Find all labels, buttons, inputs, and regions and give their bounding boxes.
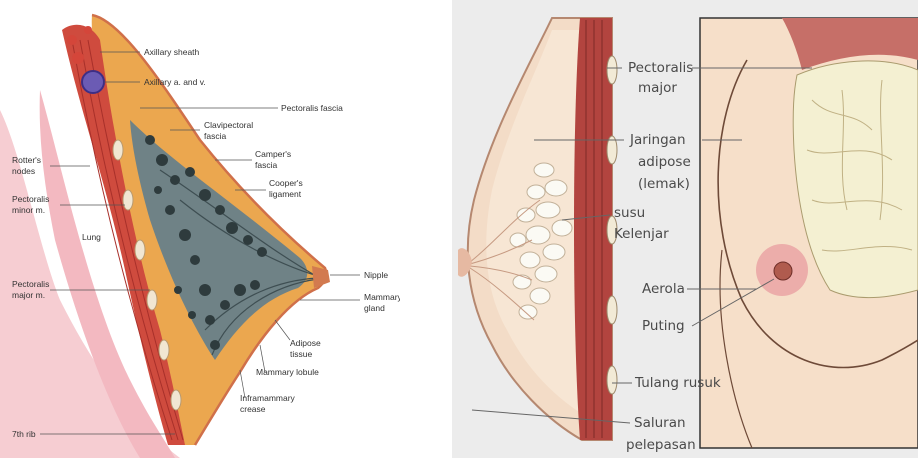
label-axillary-av: Axillary a. and v. [144, 77, 206, 87]
label-pect-minor-2: minor m. [12, 205, 45, 215]
front-nipple [774, 262, 792, 280]
label-saluran: Saluran [634, 415, 686, 431]
label-seventh-rib: 7th rib [12, 429, 36, 439]
label-major: major [638, 80, 677, 96]
label-clavipectoral-1: Clavipectoral [204, 120, 253, 130]
lymph-node-1 [67, 35, 77, 45]
left-anatomy-figure: Axillary sheath Axillary a. and v. Pecto… [0, 0, 400, 458]
label-adipose: adipose [638, 154, 691, 170]
label-lemak: (lemak) [638, 176, 690, 192]
label-lung: Lung [82, 232, 101, 242]
right-anatomy-figure: Pectoralis major Jaringan adipose (lemak… [452, 0, 918, 458]
lymph-node-2 [84, 26, 92, 34]
label-pect-major-1: Pectoralis [12, 279, 49, 289]
nipple-shape [312, 266, 330, 288]
label-mammary-lobule: Mammary lobule [256, 367, 319, 377]
label-pectoralis-fascia: Pectoralis fascia [281, 103, 343, 113]
label-mammary-gland-1: Mammary [364, 292, 400, 302]
label-camper-2: fascia [255, 160, 277, 170]
label-clavipectoral-2: fascia [204, 131, 226, 141]
label-cooper-1: Cooper's [269, 178, 303, 188]
left-breast-cross-section: Axillary sheath Axillary a. and v. Pecto… [0, 0, 400, 458]
label-rotter-2: nodes [12, 166, 35, 176]
label-susu: susu [614, 205, 645, 221]
label-kelenjar: Kelenjar [614, 226, 669, 242]
label-nipple: Nipple [364, 270, 388, 280]
label-jaringan: Jaringan [629, 132, 686, 148]
label-adipose-2: tissue [290, 349, 312, 359]
label-pect-major-2: major m. [12, 290, 45, 300]
label-pectoralis: Pectoralis [628, 60, 693, 76]
label-axillary-sheath: Axillary sheath [144, 47, 200, 57]
label-cooper-2: ligament [269, 189, 302, 199]
label-pelepasan: pelepasan [626, 437, 696, 453]
pectoralis-band [574, 18, 612, 440]
label-pect-minor-1: Pectoralis [12, 194, 49, 204]
label-camper-1: Camper's [255, 149, 291, 159]
label-puting: Puting [642, 318, 685, 334]
label-tulang-rusuk: Tulang rusuk [634, 375, 721, 391]
label-mammary-gland-2: gland [364, 303, 385, 313]
axillary-vein [82, 71, 104, 93]
label-adipose-1: Adipose [290, 338, 321, 348]
label-inframammary-1: Inframammary [240, 393, 296, 403]
label-aerola: Aerola [642, 281, 685, 297]
right-breast-illustration: Pectoralis major Jaringan adipose (lemak… [452, 0, 918, 458]
label-inframammary-2: crease [240, 404, 266, 414]
axillary-artery [72, 52, 84, 64]
label-rotter-1: Rotter's [12, 155, 41, 165]
